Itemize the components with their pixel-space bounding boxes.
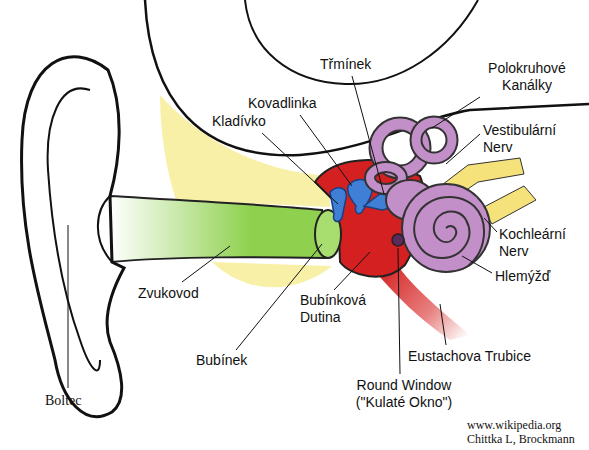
part-label: Bubínek — [196, 352, 266, 369]
pinna-fold — [48, 88, 100, 370]
pinna — [22, 57, 124, 417]
cochlea — [402, 184, 490, 272]
concha-edge — [98, 196, 112, 262]
part-label: Boltec — [45, 392, 105, 409]
skin-outline — [245, 0, 478, 84]
part-label: Kladívko — [212, 113, 282, 130]
bone-region — [212, 262, 332, 287]
leader-lines — [68, 76, 497, 388]
ear-canal — [110, 196, 326, 262]
part-label: Polokruhové Kanálky — [470, 60, 584, 94]
part-label: Kochleární Nerv — [499, 226, 585, 260]
round-window — [392, 234, 404, 246]
part-label: Round Window ("Kulaté Okno") — [342, 377, 466, 411]
part-label: Vestibulární Nerv — [483, 122, 583, 156]
part-label: Hlemýžď — [495, 268, 575, 285]
part-label: Třmínek — [320, 56, 390, 73]
cochlea-spiral — [414, 197, 484, 266]
semicircular-canals — [370, 122, 452, 189]
credit-text: www.wikipedia.org — [467, 418, 585, 433]
part-label: Kovadlinka — [248, 95, 330, 112]
cochlear-nerve — [482, 186, 536, 224]
malleus — [330, 188, 346, 222]
part-label: Eustachova Trubice — [408, 348, 558, 365]
part-label: Zvukovod — [138, 285, 218, 302]
credit-text: Chittka L, Brockmann — [467, 432, 585, 447]
part-label: Bubínková Dutina — [300, 292, 382, 326]
